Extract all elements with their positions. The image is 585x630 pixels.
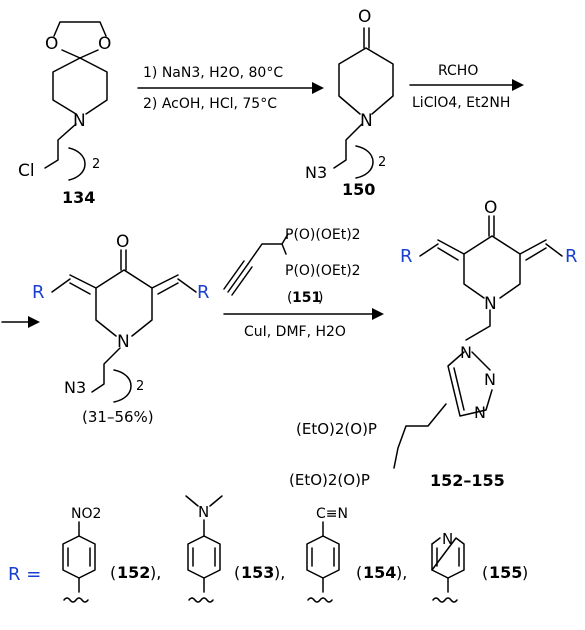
triazole-n3: N [474,403,486,422]
step2-reagent-above: RCHO [438,63,478,79]
r-group-154-cyanophenyl: C≡N ( 154 ), [306,506,407,603]
pyridine-n: N [442,530,453,548]
chain-count: 2 [136,379,144,394]
r-group-155-pyridyl: N ( 155 ) [431,530,528,603]
piperidine-n: N [360,111,373,131]
paren-open: ( [482,563,488,582]
r-group-right: R [197,282,210,303]
chloride-label: Cl [18,161,35,181]
dioxolane-o-right: O [98,34,111,54]
phosphonate-left-lower: (EtO)2(O)P [289,471,370,489]
reaction-arrow-3: CuI, DMF, H2O [223,308,384,340]
piperidine-n: N [73,111,86,131]
r-group-left: R [32,282,45,303]
r-group-left: R [400,246,413,267]
paren-close-comma: ), [396,563,407,582]
step2-reagent-below: LiClO4, Et2NH [412,95,510,111]
paren-close-comma: ), [274,563,285,582]
paren-open: ( [234,563,240,582]
compound-151-structure: P(O)(OEt)2 P(O)(OEt)2 151 ( ) [223,227,361,306]
compound-151-label: 151 [292,290,321,306]
triazole-n2: N [484,370,496,389]
step1-reagents-line1: 1) NaN3, H2O, 80°C [143,65,283,81]
step1-reagents-line2: 2) AcOH, HCl, 75°C [143,96,277,112]
compound-134-label: 134 [62,188,95,207]
phosphonate-upper: P(O)(OEt)2 [285,227,361,243]
paren-open: ( [110,563,116,582]
compound-152-155-label: 152–155 [430,471,505,490]
ketone-o: O [484,198,497,218]
azide-label: N3 [305,163,327,182]
piperidine-n: N [117,332,130,352]
final-product-structure: O R R N N N N (EtO)2(O)P (EtO)2(O)P 152–… [289,198,578,490]
compound-152-label: 152 [117,563,150,582]
continuation-arrow [1,316,40,328]
paren-close: ) [318,290,323,306]
phosphonate-lower: P(O)(OEt)2 [285,263,361,279]
compound-134-structure: O O N Cl 2 134 [18,21,111,207]
azide-label: N3 [64,378,86,397]
compound-153-label: 153 [241,563,274,582]
compound-150-label: 150 [342,180,375,199]
r-group-153-dimethylaminophenyl: N ( 153 ), [185,495,285,603]
phosphonate-left-upper: (EtO)2(O)P [296,420,377,438]
step3-reagents: CuI, DMF, H2O [244,324,346,340]
paren-open: ( [356,563,362,582]
reaction-arrow-2: RCHO LiClO4, Et2NH [409,63,524,111]
triazole-n1: N [460,343,472,362]
piperidine-n: N [484,294,497,314]
ketone-o: O [358,7,371,27]
paren-close: ) [522,563,528,582]
ketone-o: O [116,232,129,252]
reaction-arrow-1: 1) NaN3, H2O, 80°C 2) AcOH, HCl, 75°C [137,65,324,112]
nitro-label: NO2 [71,506,101,522]
compound-150-structure: O N N3 2 150 [305,7,394,199]
amine-n: N [198,503,209,521]
r-group-152-nitrophenyl: NO2 ( 152 ), [62,506,161,603]
r-equals-label: R = [8,564,41,585]
cyano-label: C≡N [316,506,348,522]
yield-label: (31–56%) [82,408,154,426]
r-group-right: R [565,246,578,267]
bisarylidene-intermediate: O R R N N3 2 (31–56%) [32,232,210,426]
chain-count: 2 [92,157,100,172]
paren-open: ( [287,290,292,306]
paren-close-comma: ), [150,563,161,582]
dioxolane-o-left: O [45,34,58,54]
chain-count: 2 [378,155,386,170]
compound-154-label: 154 [363,563,396,582]
compound-155-label: 155 [489,563,522,582]
